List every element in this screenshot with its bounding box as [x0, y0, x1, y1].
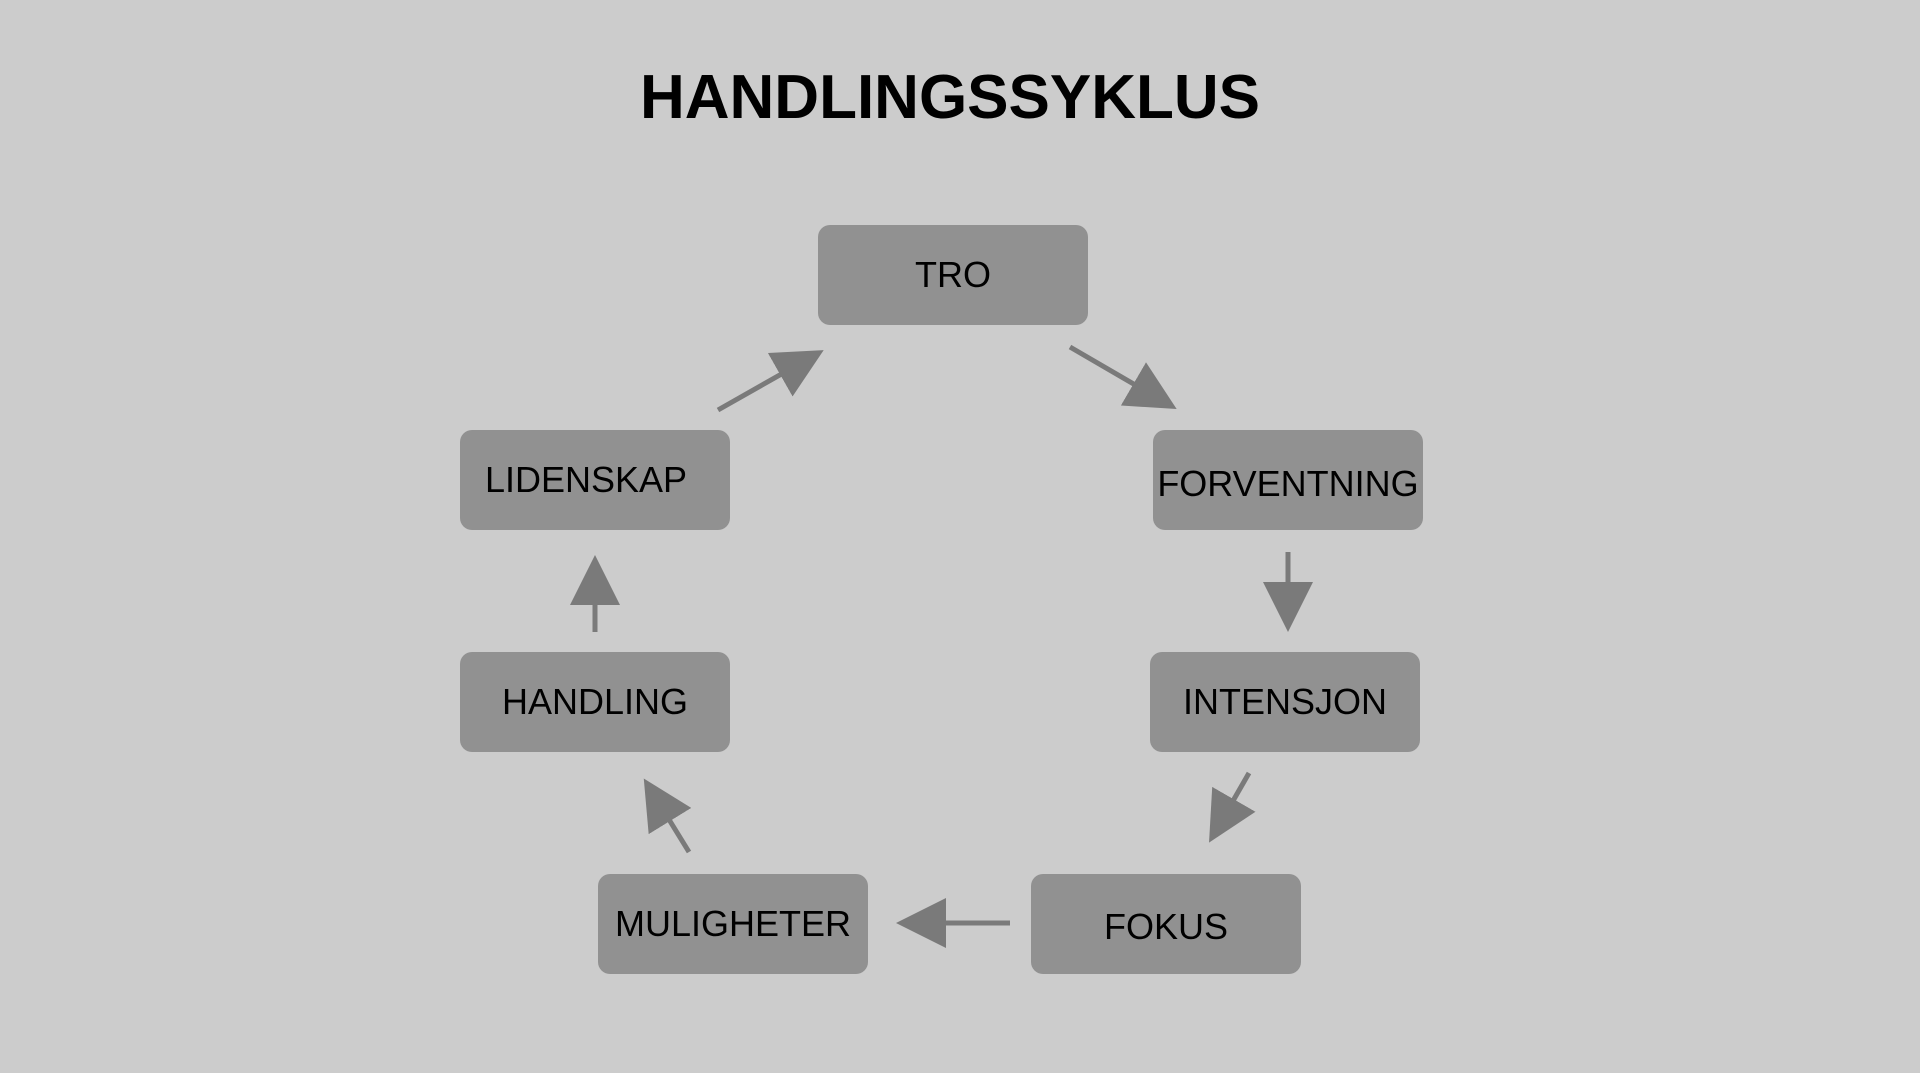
node-intensjon: INTENSJON — [1150, 652, 1420, 752]
node-tro: TRO — [818, 225, 1088, 325]
node-label-tro: TRO — [915, 254, 991, 295]
node-label-handling: HANDLING — [501, 681, 689, 722]
arrow-muligheter-to-handling — [643, 778, 692, 854]
arrow-intensjon-to-fokus — [1209, 771, 1256, 843]
node-label-intensjon: INTENSJON — [1182, 681, 1387, 722]
arrow-lidenskap-to-tro — [716, 350, 824, 413]
node-label-forventning: FORVENTNING — [1157, 463, 1419, 504]
arrow-tro-to-forventning — [1068, 344, 1177, 410]
node-label-muligheter: MULIGHETER — [614, 903, 852, 944]
node-muligheter: MULIGHETER — [598, 874, 868, 974]
node-label-lidenskap: LIDENSKAP — [484, 459, 688, 500]
node-forventning: FORVENTNING — [1153, 430, 1423, 530]
node-handling: HANDLING — [460, 652, 730, 752]
diagram-title: HANDLINGSSYKLUS — [639, 63, 1261, 132]
node-lidenskap: LIDENSKAP — [460, 430, 730, 530]
node-label-fokus: FOKUS — [1103, 906, 1228, 947]
node-fokus: FOKUS — [1031, 874, 1301, 974]
